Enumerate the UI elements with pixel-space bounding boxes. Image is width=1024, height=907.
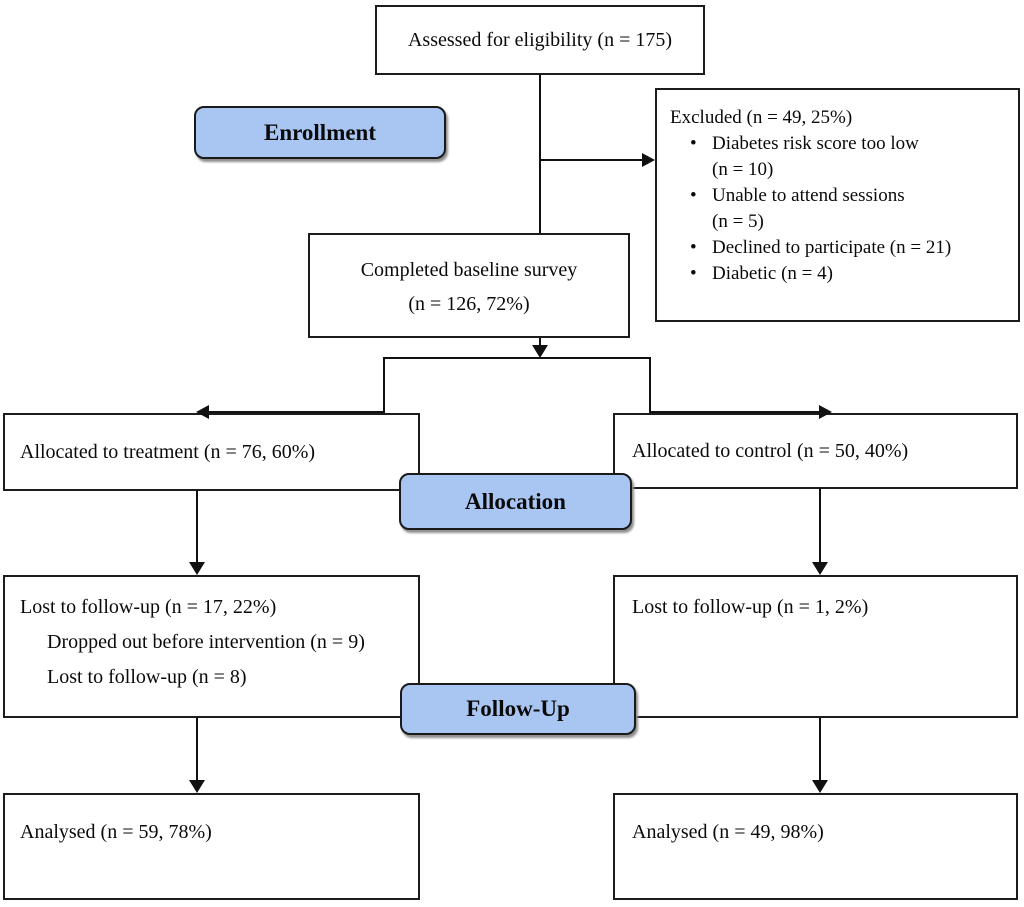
- excluded-item-text: Unable to attend sessions (n = 5): [712, 183, 1012, 235]
- baseline-line2: (n = 126, 72%): [408, 293, 530, 315]
- lost-treatment-sub-item: Dropped out before intervention (n = 9): [47, 631, 365, 653]
- arrowhead-right-control-icon: [819, 405, 832, 419]
- arrowhead-down-analysed-right-icon: [812, 780, 828, 793]
- excluded-item-line: Unable to attend sessions: [712, 185, 905, 206]
- box-assessed-eligibility: Assessed for eligibility (n = 175): [375, 5, 705, 75]
- excluded-item-text: Declined to participate (n = 21): [712, 235, 1012, 261]
- baseline-line1: Completed baseline survey: [360, 259, 578, 281]
- box-allocated-control: Allocated to control (n = 50, 40%): [613, 413, 1018, 489]
- excluded-item: • Diabetic (n = 4): [670, 261, 1012, 287]
- stage-label-allocation: Allocation: [399, 473, 632, 530]
- arrowhead-down-followup-right-icon: [812, 562, 828, 575]
- box-allocated-treatment: Allocated to treatment (n = 76, 60%): [3, 413, 420, 491]
- excluded-item-text: Diabetes risk score too low (n = 10): [712, 131, 1012, 183]
- box-excluded: Excluded (n = 49, 25%) • Diabetes risk s…: [655, 88, 1020, 322]
- excluded-item: • Unable to attend sessions (n = 5): [670, 183, 1012, 235]
- connector-split-left-drop: [383, 357, 385, 412]
- connector-split-bar: [383, 357, 651, 359]
- connector-to-control: [649, 411, 821, 413]
- bullet-icon: •: [690, 237, 697, 258]
- connector-assessed-to-baseline: [539, 75, 541, 233]
- excluded-item-line: Diabetic (n = 4): [712, 263, 833, 284]
- excluded-item-line: Diabetes risk score too low: [712, 133, 919, 154]
- connector-treatment-to-followup: [196, 490, 198, 563]
- connector-followup-to-analysed-right: [819, 718, 821, 781]
- analysed-treatment-text: Analysed (n = 59, 78%): [20, 821, 212, 843]
- bullet-icon: •: [690, 133, 697, 154]
- arrowhead-down-followup-left-icon: [189, 562, 205, 575]
- assessed-eligibility-text: Assessed for eligibility (n = 175): [407, 28, 673, 51]
- stage-label-followup: Follow-Up: [400, 683, 636, 735]
- analysed-control-text: Analysed (n = 49, 98%): [632, 821, 824, 843]
- box-completed-baseline: Completed baseline survey (n = 126, 72%): [308, 233, 630, 338]
- excluded-item-text: Diabetic (n = 4): [712, 261, 1012, 287]
- connector-followup-to-analysed-left: [196, 718, 198, 781]
- box-analysed-control: Analysed (n = 49, 98%): [613, 793, 1018, 900]
- arrowhead-down-analysed-left-icon: [189, 780, 205, 793]
- excluded-item: • Declined to participate (n = 21): [670, 235, 1012, 261]
- excluded-item-line: Declined to participate (n = 21): [712, 237, 952, 258]
- bullet-icon: •: [690, 185, 697, 206]
- connector-split-right-drop: [649, 357, 651, 412]
- connector-control-to-followup: [819, 488, 821, 563]
- arrowhead-right-excluded-icon: [642, 153, 655, 167]
- stage-label-enrollment: Enrollment: [194, 106, 446, 159]
- arrowhead-down-split-icon: [532, 345, 548, 358]
- allocated-treatment-text: Allocated to treatment (n = 76, 60%): [20, 440, 316, 463]
- box-lost-followup-control: Lost to follow-up (n = 1, 2%): [613, 575, 1018, 718]
- box-lost-followup-treatment: Lost to follow-up (n = 17, 22%) Dropped …: [3, 575, 420, 718]
- allocated-control-text: Allocated to control (n = 50, 40%): [632, 439, 909, 462]
- connector-baseline-to-split: [539, 338, 541, 347]
- excluded-title: Excluded (n = 49, 25%): [670, 107, 853, 128]
- connector-to-treatment: [208, 411, 385, 413]
- bullet-icon: •: [690, 263, 697, 284]
- connector-to-excluded: [540, 159, 643, 161]
- excluded-item-line: (n = 5): [712, 211, 764, 232]
- lost-treatment-sub-item: Lost to follow-up (n = 8): [47, 666, 247, 688]
- lost-control-title: Lost to follow-up (n = 1, 2%): [632, 596, 869, 618]
- excluded-item: • Diabetes risk score too low (n = 10): [670, 131, 1012, 183]
- arrowhead-left-treatment-icon: [196, 405, 209, 419]
- excluded-item-line: (n = 10): [712, 159, 774, 180]
- lost-treatment-title: Lost to follow-up (n = 17, 22%): [20, 596, 277, 618]
- box-analysed-treatment: Analysed (n = 59, 78%): [3, 793, 420, 900]
